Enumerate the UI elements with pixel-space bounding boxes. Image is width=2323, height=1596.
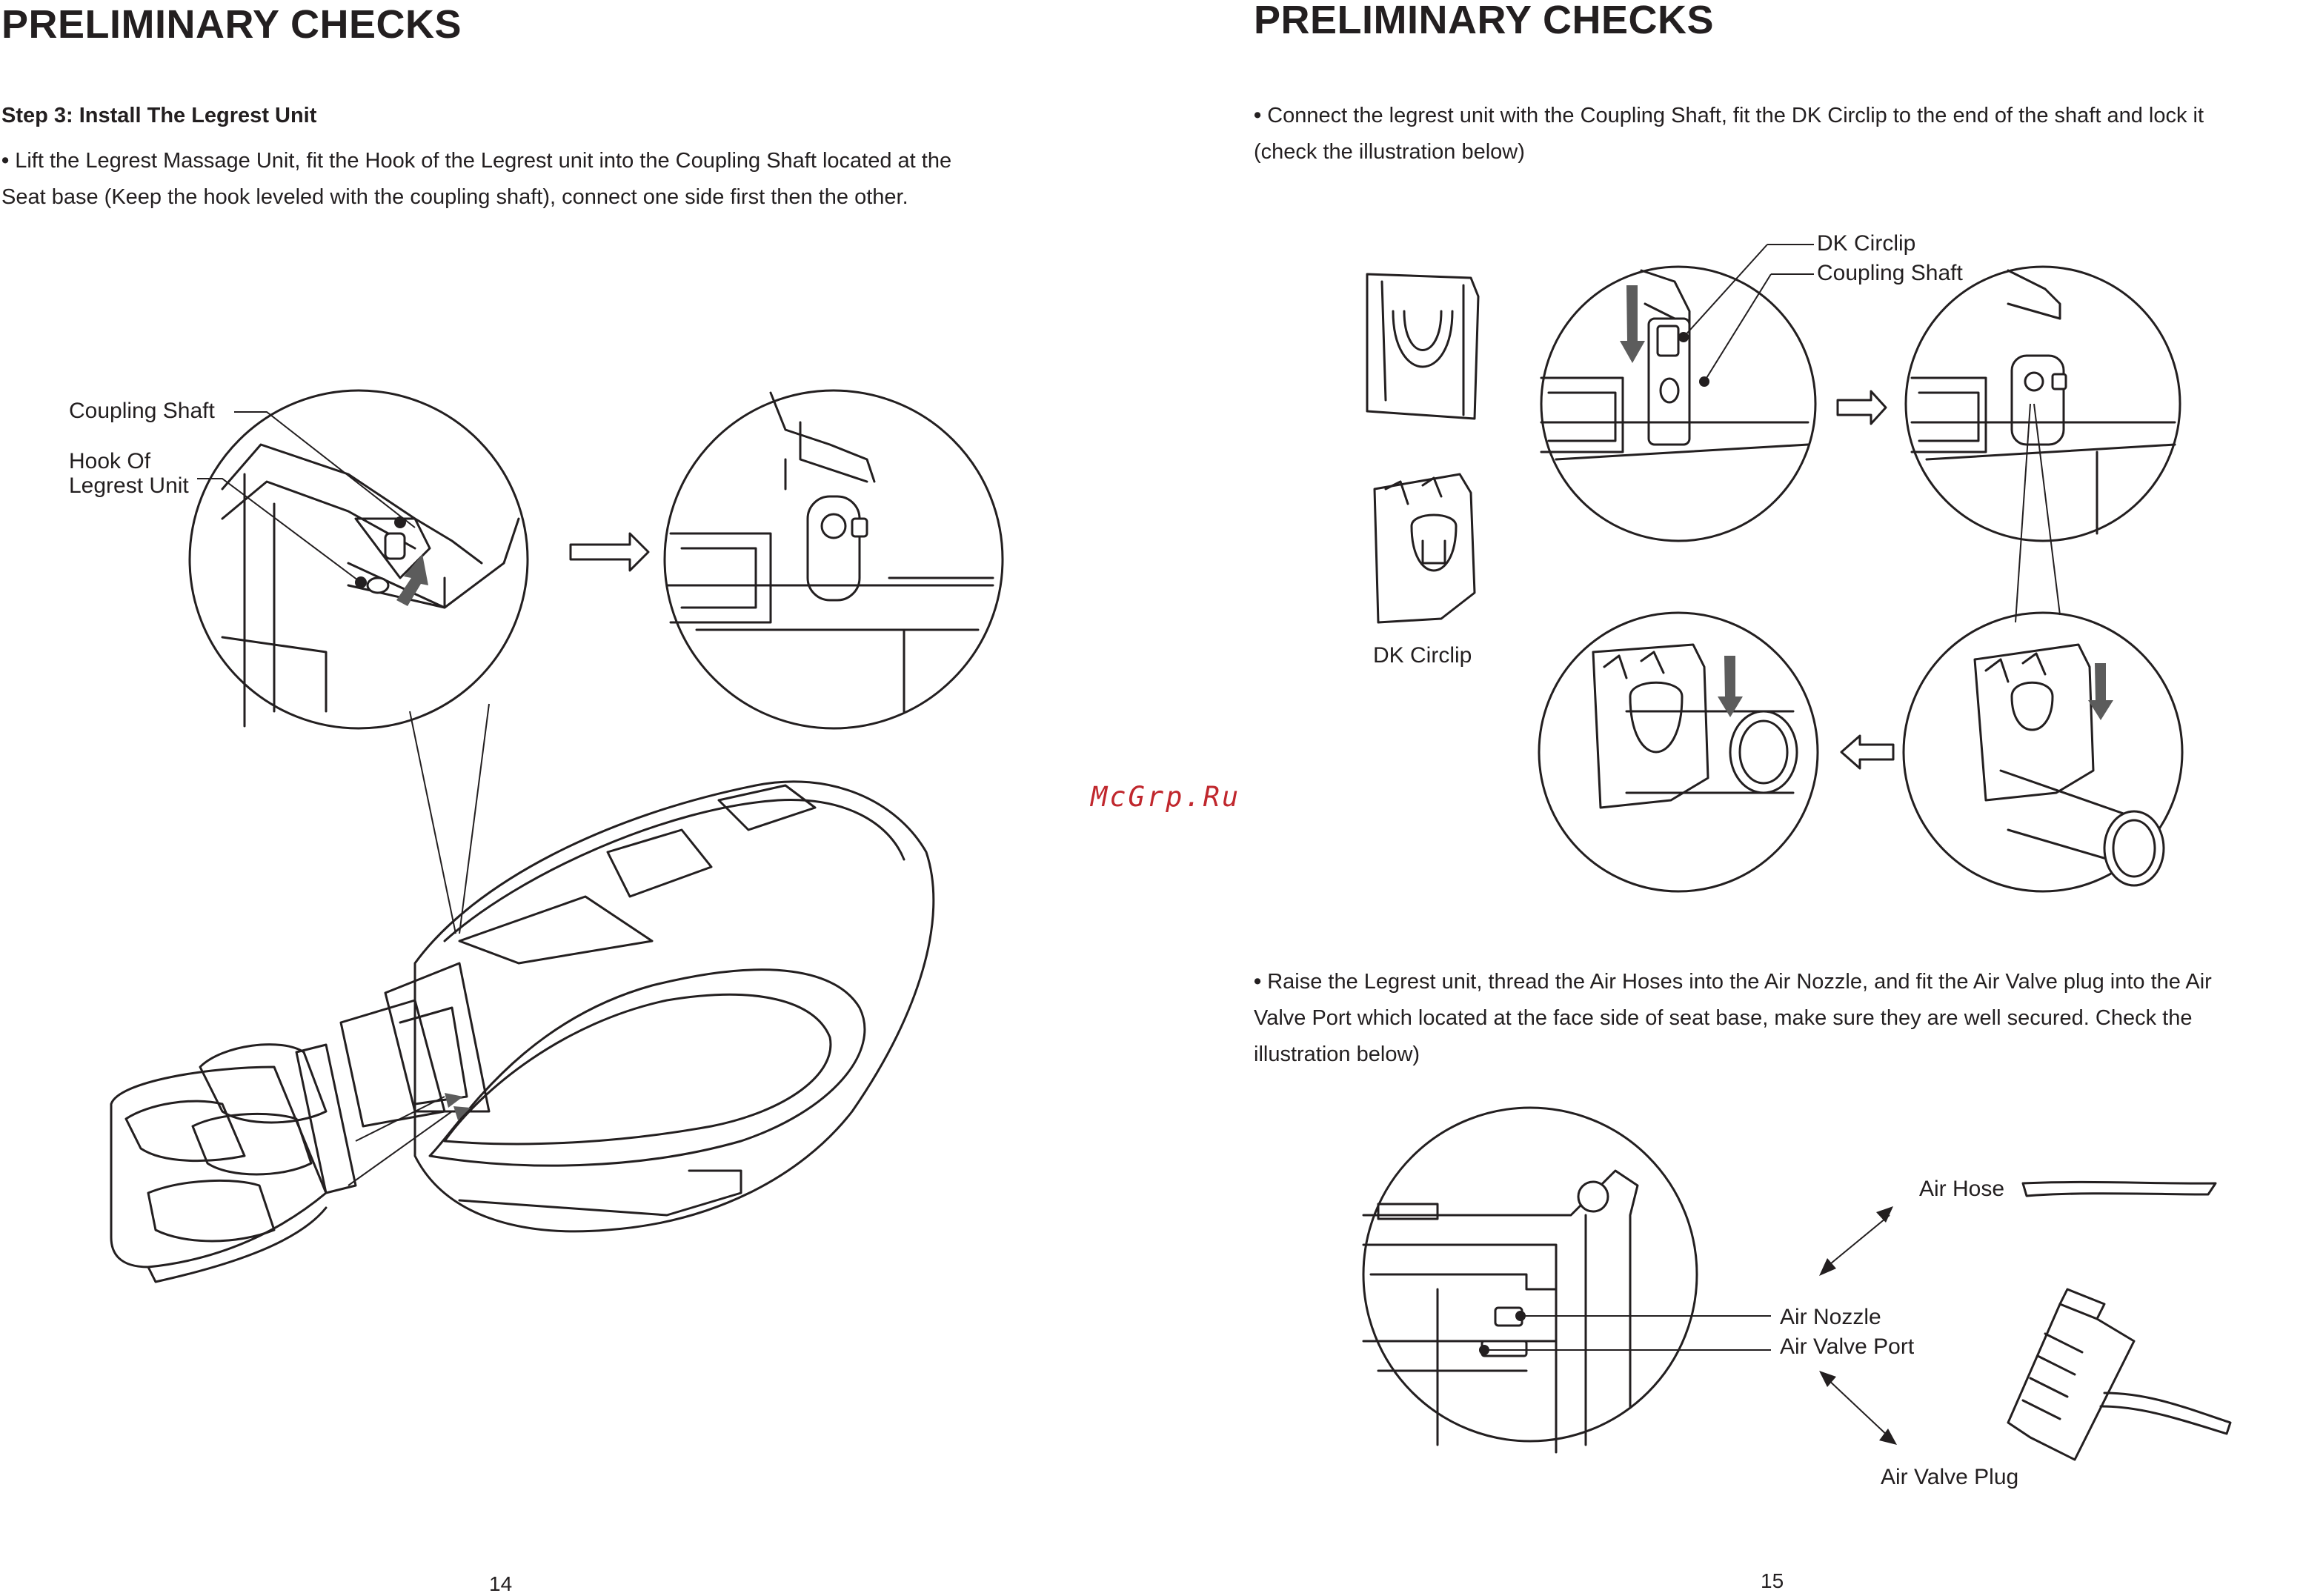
- circlip-step4-detail: [1592, 643, 1798, 809]
- dk-circlip-side-view: [1366, 273, 1480, 420]
- label-air-nozzle: Air Nozzle: [1780, 1305, 1881, 1329]
- page-title-left: PRELIMINARY CHECKS: [1, 2, 462, 47]
- watermark: McGrp.Ru: [1091, 781, 1241, 813]
- instruction-left-line-1: • Lift the Legrest Massage Unit, fit the…: [1, 149, 952, 173]
- label-dk-circlip-top: DK Circlip: [1817, 231, 1916, 256]
- instruction-right-1-line-1: • Connect the legrest unit with the Coup…: [1254, 104, 2204, 127]
- page-number-left: 14: [489, 1572, 513, 1595]
- double-arrow-lower: [1819, 1371, 1897, 1445]
- double-arrow-upper: [1819, 1206, 1893, 1276]
- instruction-left-line-2: Seat base (Keep the hook leveled with th…: [1, 185, 908, 209]
- bullet: •: [1, 149, 10, 173]
- instruction-right-1: • Connect the legrest unit with the Coup…: [1254, 98, 2204, 170]
- instruction-right-1-line-2: (check the illustration below): [1254, 140, 1525, 164]
- label-coupling-shaft-right: Coupling Shaft: [1817, 261, 1963, 285]
- page-title-right: PRELIMINARY CHECKS: [1254, 0, 1715, 42]
- air-valve-port-detail: [1362, 1169, 1639, 1454]
- instruction-right-2-line-1: • Raise the Legrest unit, thread the Air…: [1254, 970, 2212, 994]
- instruction-right-2: • Raise the Legrest unit, thread the Air…: [1254, 964, 2212, 1073]
- instruction-left: • Lift the Legrest Massage Unit, fit the…: [1, 143, 951, 216]
- instruction-right-2-line-3: illustration below): [1254, 1043, 1420, 1066]
- label-air-valve-port: Air Valve Port: [1780, 1334, 1915, 1359]
- hook-detail: [221, 443, 520, 728]
- massage-chair-drawing: [110, 780, 935, 1283]
- legrest-install-illustration: [110, 389, 1004, 1283]
- circlip-step1-detail: [1540, 269, 1809, 461]
- label-air-hose: Air Hose: [1919, 1177, 2005, 1201]
- dk-circlip-front-view: [1373, 473, 1476, 624]
- step-heading: Step 3: Install The Legrest Unit: [1, 104, 317, 127]
- instruction-right-2-line-2: Valve Port which located at the face sid…: [1254, 1006, 2193, 1030]
- label-hook-of-legrest: Hook Of Legrest Unit: [69, 449, 189, 498]
- label-air-valve-plug: Air Valve Plug: [1881, 1465, 2019, 1489]
- air-valve-plug-drawing: [2007, 1288, 2232, 1461]
- circlip-step3-detail: [1973, 643, 2165, 887]
- circlip-step2-detail: [1910, 269, 2176, 535]
- label-coupling-shaft-left: Coupling Shaft: [69, 399, 215, 423]
- hook-engaged-detail: [665, 391, 994, 713]
- label-dk-circlip-bottom: DK Circlip: [1373, 643, 1472, 668]
- page-number-right: 15: [1761, 1569, 1784, 1592]
